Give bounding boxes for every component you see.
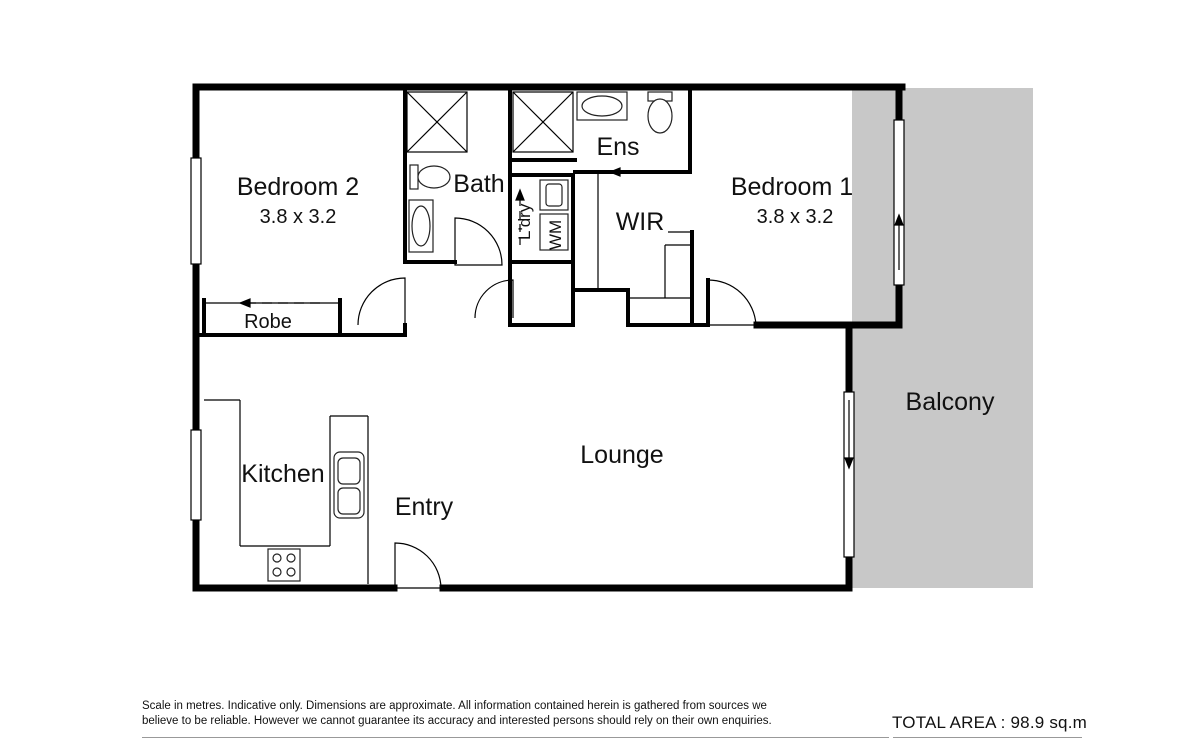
lounge-label: Lounge <box>580 441 663 469</box>
bath-label: Bath <box>453 170 504 198</box>
total-area-value: 98.9 <box>1010 713 1045 732</box>
total-area-unit: sq.m <box>1049 713 1087 732</box>
balcony-area <box>852 88 1033 588</box>
total-area-label: TOTAL AREA : <box>892 713 1006 732</box>
shower-ensuite <box>512 91 574 153</box>
bedroom2-dims: 3.8 x 3.2 <box>260 206 337 228</box>
disclaimer-line-1: Scale in metres. Indicative only. Dimens… <box>142 700 767 712</box>
windows <box>190 119 905 558</box>
bedroom1-label: Bedroom 1 <box>731 173 853 201</box>
ensuite-label: Ens <box>596 133 639 161</box>
sliding-arrows <box>238 167 904 470</box>
fixtures <box>267 91 673 582</box>
shower-bath <box>406 91 468 153</box>
disclaimer-line-2: believe to be reliable. However we canno… <box>142 715 772 727</box>
doors <box>357 217 757 589</box>
robe-label: Robe <box>244 311 292 333</box>
entry-label: Entry <box>395 493 454 521</box>
bedroom2-label: Bedroom 2 <box>237 173 359 201</box>
disclaimer: Scale in metres. Indicative only. Dimens… <box>142 699 842 729</box>
footer-divider-gap <box>889 737 893 738</box>
wir-label: WIR <box>616 208 665 236</box>
bedroom1-dims: 3.8 x 3.2 <box>757 206 834 228</box>
wm-label: WM <box>546 220 565 250</box>
total-area: TOTAL AREA : 98.9 sq.m <box>892 713 1087 733</box>
kitchen-label: Kitchen <box>241 460 324 488</box>
balcony-label: Balcony <box>906 388 995 416</box>
walls <box>192 83 906 592</box>
laundry-label: L'dry <box>515 203 534 240</box>
footer-divider <box>142 737 1082 738</box>
